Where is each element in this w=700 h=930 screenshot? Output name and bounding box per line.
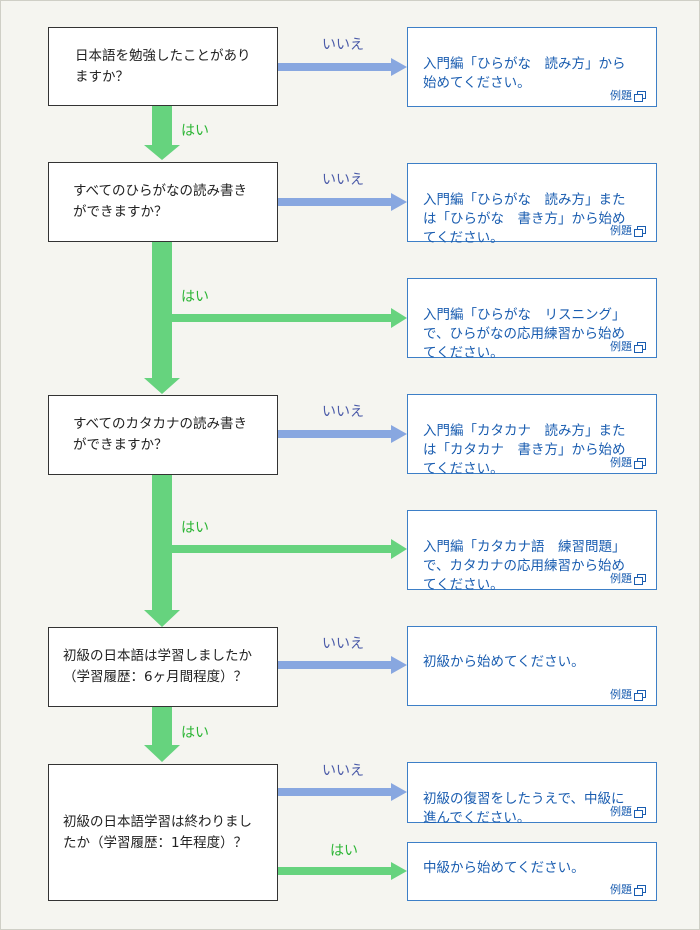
answer-text-2: 入門編「ひらがな 読み方」また は「ひらがな 書き方」から始め てください。 <box>423 192 626 246</box>
answer-text-6: 初級から始めてください。 <box>423 653 585 670</box>
example-link-2[interactable]: 例題 <box>610 225 646 237</box>
question-box-1: 日本語を勉強したことがあり ますか？ <box>48 27 278 106</box>
example-label: 例題 <box>610 224 632 237</box>
no-label-4: いいえ <box>322 636 364 652</box>
question-box-2: すべてのひらがなの読み書き ができますか？ <box>48 162 278 242</box>
answer-box-7[interactable]: 初級の復習をしたうえで、中級に 進んでください。 例題 <box>407 762 657 826</box>
example-link-5[interactable]: 例題 <box>610 573 646 585</box>
example-label: 例題 <box>610 805 632 818</box>
no-arrow-2 <box>278 193 407 211</box>
example-label: 例題 <box>610 883 632 896</box>
new-window-icon <box>634 91 646 102</box>
question-text-5: 初級の日本語学習は終わりまし たか（学習履歴：1年程度）？ <box>63 813 252 851</box>
no-arrow-4 <box>278 656 407 674</box>
question-text-4: 初級の日本語は学習しましたか （学習履歴：6ヶ月間程度）？ <box>63 648 252 685</box>
example-label: 例題 <box>610 456 632 469</box>
example-link-3[interactable]: 例題 <box>610 341 646 353</box>
answer-box-2[interactable]: 入門編「ひらがな 読み方」また は「ひらがな 書き方」から始め てください。 例… <box>407 163 657 246</box>
example-link-7[interactable]: 例題 <box>610 806 646 818</box>
answer-box-6[interactable]: 初級から始めてください。 例題 <box>407 626 657 706</box>
yes-branch-3 <box>278 862 407 880</box>
answer-text-3: 入門編「ひらがな リスニング」 で、ひらがなの応用練習から始め てください。 <box>423 307 626 361</box>
new-window-icon <box>634 342 646 353</box>
new-window-icon <box>634 690 646 701</box>
question-box-4: 初級の日本語は学習しましたか （学習履歴：6ヶ月間程度）？ <box>48 627 278 707</box>
answer-box-3[interactable]: 入門編「ひらがな リスニング」 で、ひらがなの応用練習から始め てください。 例… <box>407 278 657 361</box>
yes-label-2: はい <box>181 289 209 305</box>
answer-text-1: 入門編「ひらがな 読み方」から 始めてください。 <box>423 56 626 91</box>
yes-label-1: はい <box>181 123 209 139</box>
example-label: 例題 <box>610 688 632 701</box>
yes-branch-2 <box>172 539 407 559</box>
yes-arrow-2 <box>144 242 180 394</box>
no-label-3: いいえ <box>322 404 364 420</box>
question-box-5: 初級の日本語学習は終わりまし たか（学習履歴：1年程度）？ <box>48 764 278 901</box>
example-label: 例題 <box>610 89 632 102</box>
no-arrow-3 <box>278 425 407 443</box>
no-arrow-1 <box>278 58 407 76</box>
yes-arrow-1 <box>144 106 180 160</box>
answer-text-5: 入門編「カタカナ語 練習問題」 で、カタカナの応用練習から始め てください。 <box>423 539 626 593</box>
example-link-6[interactable]: 例題 <box>610 689 646 701</box>
answer-box-4[interactable]: 入門編「カタカナ 読み方」また は「カタカナ 書き方」から始め てください。 例… <box>407 394 657 477</box>
question-text-2: すべてのひらがなの読み書き ができますか？ <box>73 183 248 220</box>
example-label: 例題 <box>610 572 632 585</box>
answer-box-8[interactable]: 中級から始めてください。 例題 <box>407 842 657 901</box>
yes-label-4: はい <box>181 725 209 741</box>
example-link-1[interactable]: 例題 <box>610 90 646 102</box>
example-label: 例題 <box>610 340 632 353</box>
question-text-3: すべてのカタカナの読み書き ができますか？ <box>73 416 248 453</box>
yes-branch-1 <box>172 308 407 328</box>
example-link-4[interactable]: 例題 <box>610 457 646 469</box>
answer-box-1[interactable]: 入門編「ひらがな 読み方」から 始めてください。 例題 <box>407 27 657 107</box>
new-window-icon <box>634 226 646 237</box>
answer-text-4: 入門編「カタカナ 読み方」また は「カタカナ 書き方」から始め てください。 <box>423 423 626 477</box>
answer-text-7: 初級の復習をしたうえで、中級に 進んでください。 <box>423 791 625 826</box>
no-label-5: いいえ <box>322 763 364 779</box>
new-window-icon <box>634 574 646 585</box>
yes-label-3: はい <box>181 520 209 536</box>
new-window-icon <box>634 458 646 469</box>
no-label-1: いいえ <box>322 37 364 53</box>
no-label-2: いいえ <box>322 172 364 188</box>
no-arrow-5 <box>278 783 407 801</box>
yes-label-5: はい <box>330 843 358 859</box>
yes-arrow-4 <box>144 707 180 762</box>
new-window-icon <box>634 885 646 896</box>
question-box-3: すべてのカタカナの読み書き ができますか？ <box>48 395 278 475</box>
new-window-icon <box>634 807 646 818</box>
answer-text-8: 中級から始めてください。 <box>423 860 585 876</box>
example-link-8[interactable]: 例題 <box>610 884 646 896</box>
yes-arrow-3 <box>144 475 180 627</box>
question-text-1: 日本語を勉強したことがあり ますか？ <box>75 47 251 85</box>
answer-box-5[interactable]: 入門編「カタカナ語 練習問題」 で、カタカナの応用練習から始め てください。 例… <box>407 510 657 593</box>
